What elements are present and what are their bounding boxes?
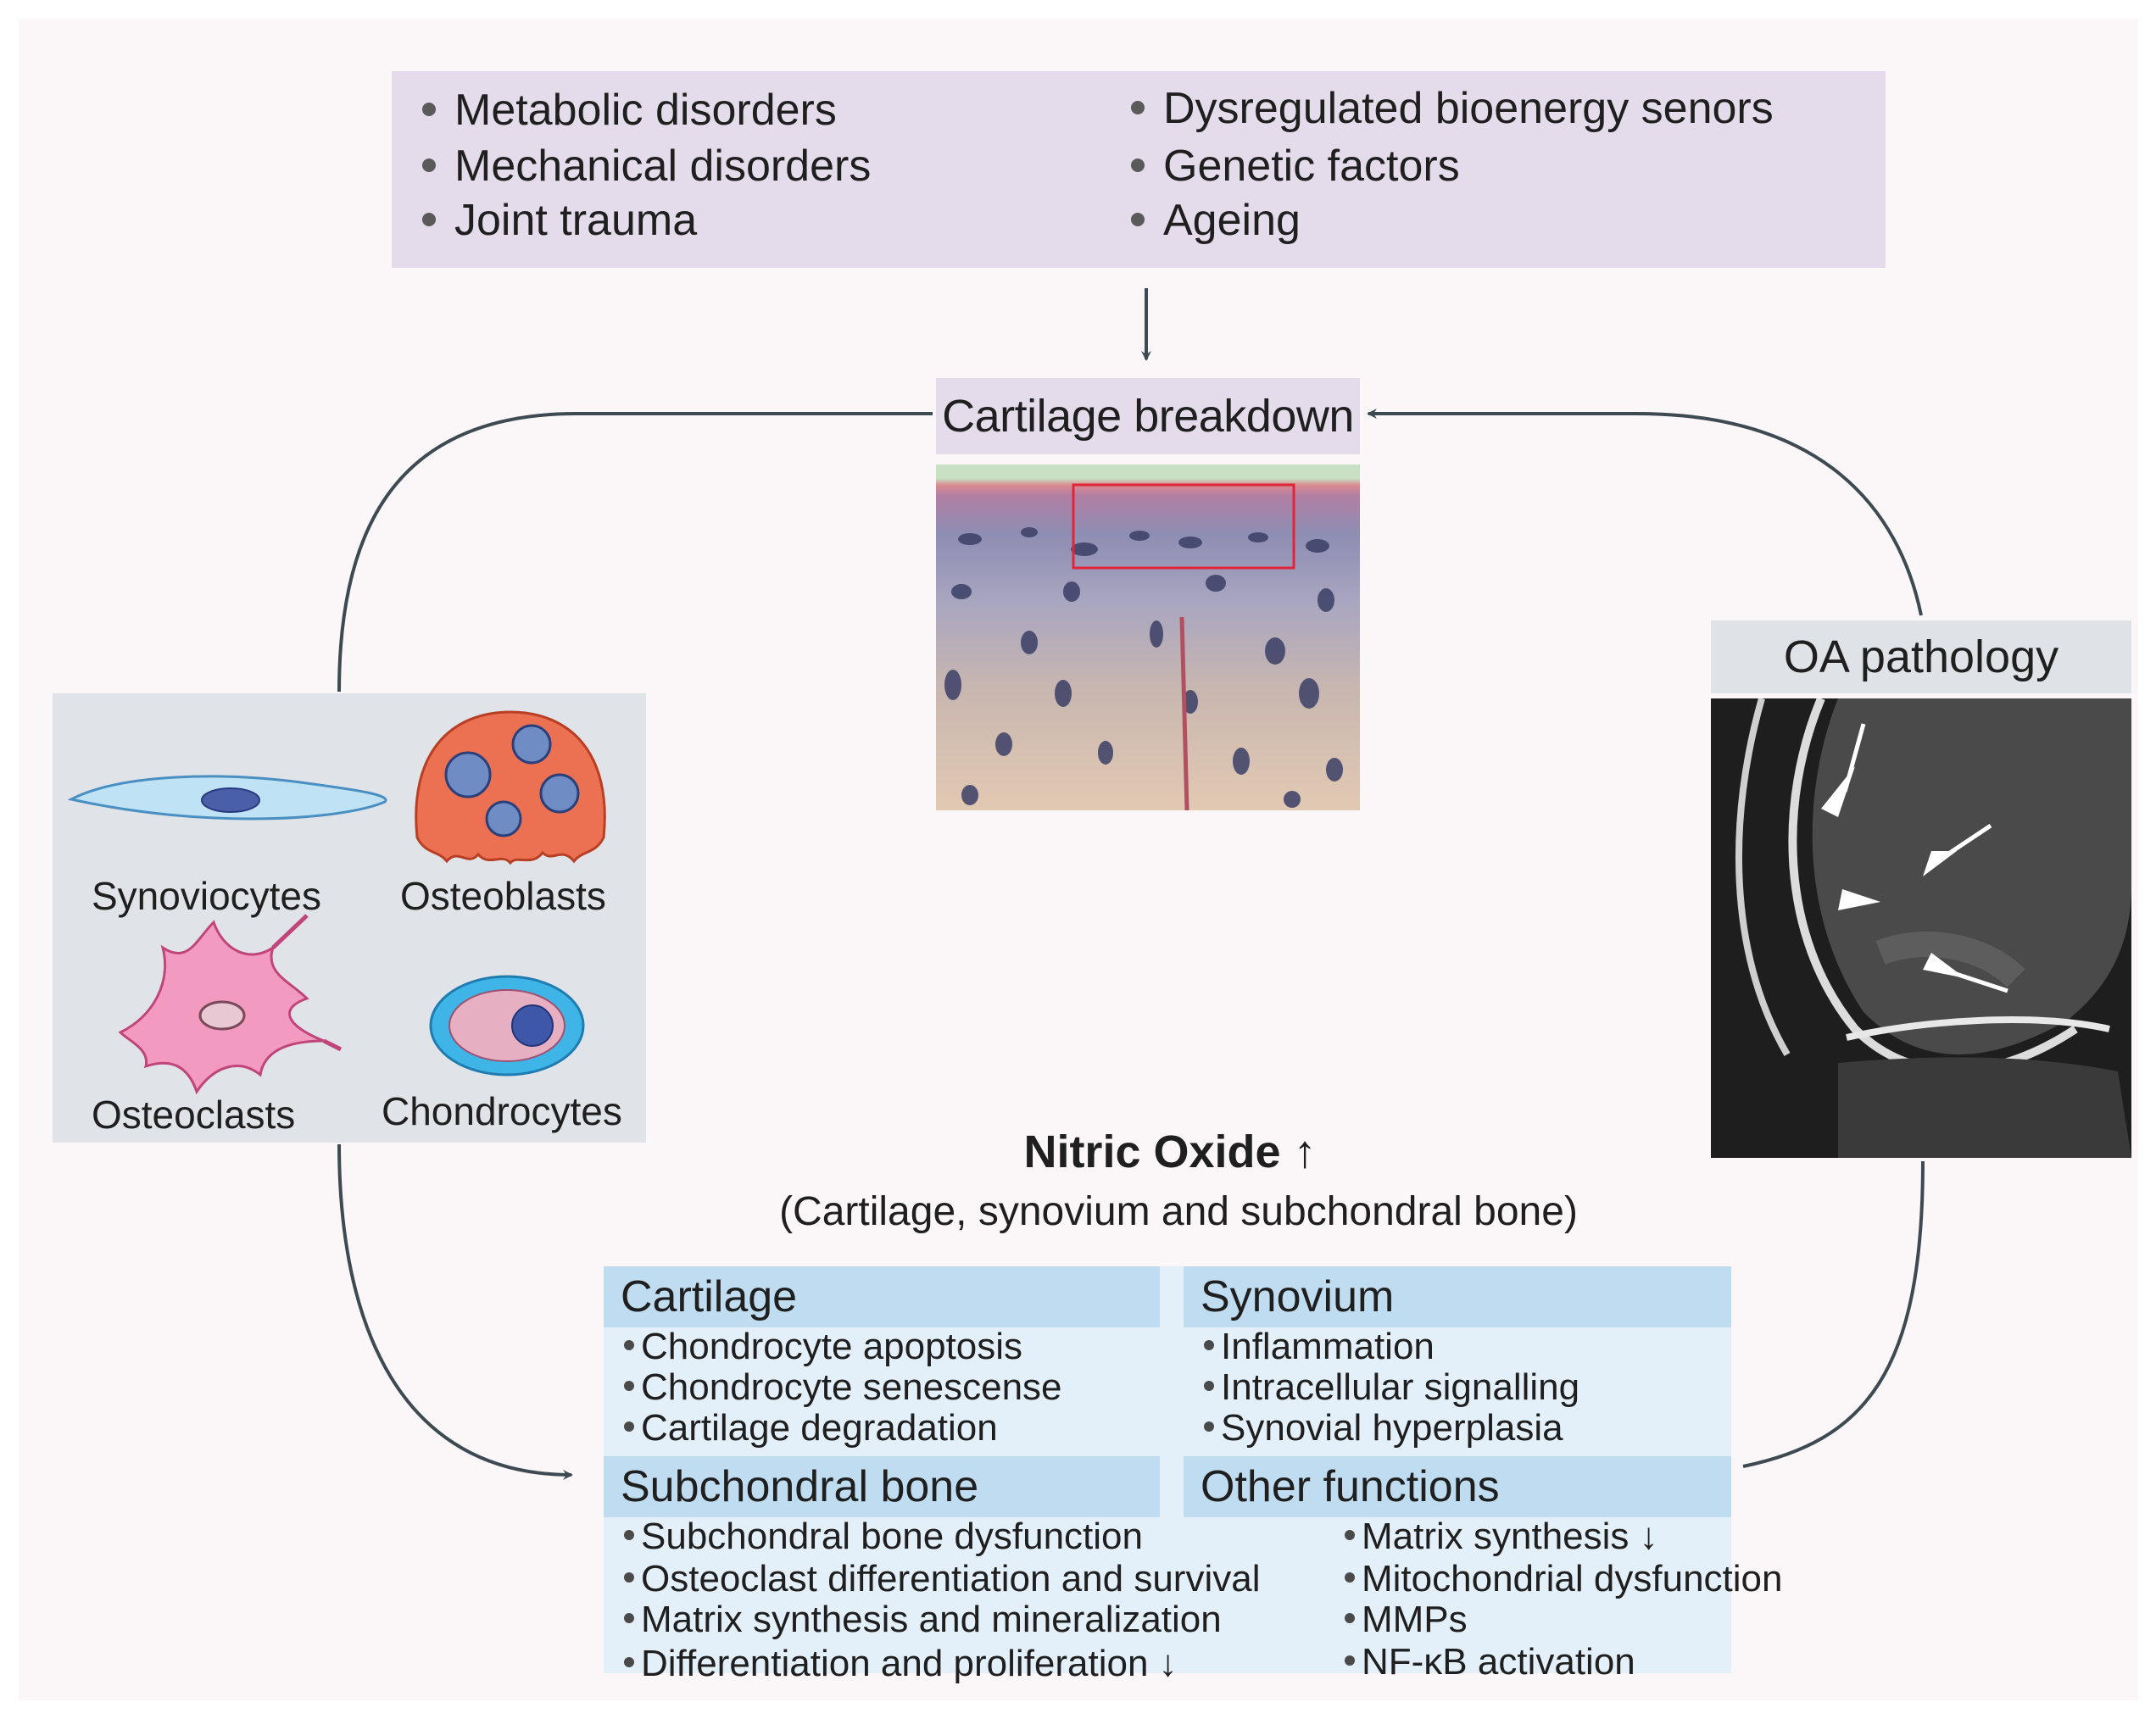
bullet-icon xyxy=(624,1530,634,1541)
synovium-item: Inflammation xyxy=(1204,1326,1435,1368)
osteoclasts-label: Osteoclasts xyxy=(92,1093,296,1137)
osteoclast-icon xyxy=(118,914,343,1095)
risk-factor-item: Dysregulated bioenergy senors xyxy=(1131,83,1774,134)
synovium-item: Intracellular signalling xyxy=(1204,1366,1579,1409)
other-functions-item: MMPs xyxy=(1345,1599,1468,1641)
bullet-icon xyxy=(1131,213,1145,227)
arrow-panels-to-oa xyxy=(1742,1160,1925,1468)
risk-factor-item: Joint trauma xyxy=(422,195,697,246)
bullet-icon xyxy=(1345,1572,1355,1583)
bullet-icon xyxy=(422,103,436,117)
nitric-oxide-title: Nitric Oxide ↑ xyxy=(1023,1127,1317,1177)
mri-texture xyxy=(1711,698,2131,1158)
oa-pathology-title: OA pathology xyxy=(1711,620,2131,693)
bullet-icon xyxy=(624,1657,634,1668)
nitric-oxide-subtitle: (Cartilage, synovium and subchondral bon… xyxy=(779,1189,1578,1234)
synovium-header: Synovium xyxy=(1184,1266,1731,1327)
chondrocyte-icon xyxy=(429,975,585,1076)
arrow-left-loop-top xyxy=(337,412,933,693)
histology-texture xyxy=(944,483,1343,810)
arrow-cells-to-panels xyxy=(337,1143,573,1480)
chondrocytes-label: Chondrocytes xyxy=(382,1089,622,1133)
cartilage-item: Chondrocyte senescense xyxy=(624,1366,1062,1409)
bullet-icon xyxy=(1131,101,1145,115)
other-functions-item: Matrix synthesis ↓ xyxy=(1345,1516,1658,1558)
synoviocyte-icon xyxy=(67,775,387,821)
cell-illustrations xyxy=(67,710,606,1095)
subchondral-bone-item: Matrix synthesis and mineralization xyxy=(624,1599,1222,1641)
bullet-icon xyxy=(624,1381,634,1392)
bullet-icon xyxy=(1345,1613,1355,1624)
risk-factor-item: Ageing xyxy=(1131,195,1301,246)
risk-factors-box: Metabolic disorders Mechanical disorders… xyxy=(392,71,1886,268)
highlight-box xyxy=(1072,483,1295,570)
cartilage-breakdown-title: Cartilage breakdown xyxy=(936,378,1360,454)
cartilage-histology-image xyxy=(936,465,1360,810)
subchondral-bone-item: Differentiation and proliferation ↓ xyxy=(624,1643,1178,1685)
other-functions-header: Other functions xyxy=(1184,1456,1731,1517)
bullet-icon xyxy=(624,1421,634,1432)
osteoblast-icon xyxy=(415,710,606,865)
osteoblasts-label: Osteoblasts xyxy=(400,874,606,918)
synoviocytes-label: Synoviocytes xyxy=(92,874,322,918)
risk-factor-item: Mechanical disorders xyxy=(422,141,871,192)
bullet-icon xyxy=(422,159,436,173)
subchondral-bone-item: Osteoclast differentiation and survival xyxy=(624,1558,1260,1600)
bullet-icon xyxy=(1345,1655,1355,1666)
subchondral-bone-item: Subchondral bone dysfunction xyxy=(624,1516,1143,1558)
bullet-icon xyxy=(422,213,436,227)
bullet-icon xyxy=(624,1340,634,1351)
cartilage-item: Cartilage degradation xyxy=(624,1407,998,1449)
knee-mri-image xyxy=(1711,698,2131,1158)
bullet-icon xyxy=(1131,159,1145,173)
cartilage-header: Cartilage xyxy=(604,1266,1160,1327)
other-functions-item: Mitochondrial dysfunction xyxy=(1345,1558,1782,1600)
other-functions-item: NF-κB activation xyxy=(1345,1641,1635,1683)
bullet-icon xyxy=(1204,1381,1214,1392)
bullet-icon xyxy=(624,1572,634,1583)
bullet-icon xyxy=(1345,1530,1355,1541)
bullet-icon xyxy=(1204,1340,1214,1351)
bullet-icon xyxy=(1204,1421,1214,1432)
risk-factor-item: Metabolic disorders xyxy=(422,85,837,136)
risk-factor-item: Genetic factors xyxy=(1131,141,1460,192)
subchondral-bone-header: Subchondral bone xyxy=(604,1456,1160,1517)
arrow-oa-to-breakdown xyxy=(1367,409,1923,616)
cell-types-panel: Synoviocytes Osteoblasts Osteoclasts Cho… xyxy=(53,693,646,1143)
bullet-icon xyxy=(624,1613,634,1624)
synovium-item: Synovial hyperplasia xyxy=(1204,1407,1563,1449)
cartilage-item: Chondrocyte apoptosis xyxy=(624,1326,1022,1368)
